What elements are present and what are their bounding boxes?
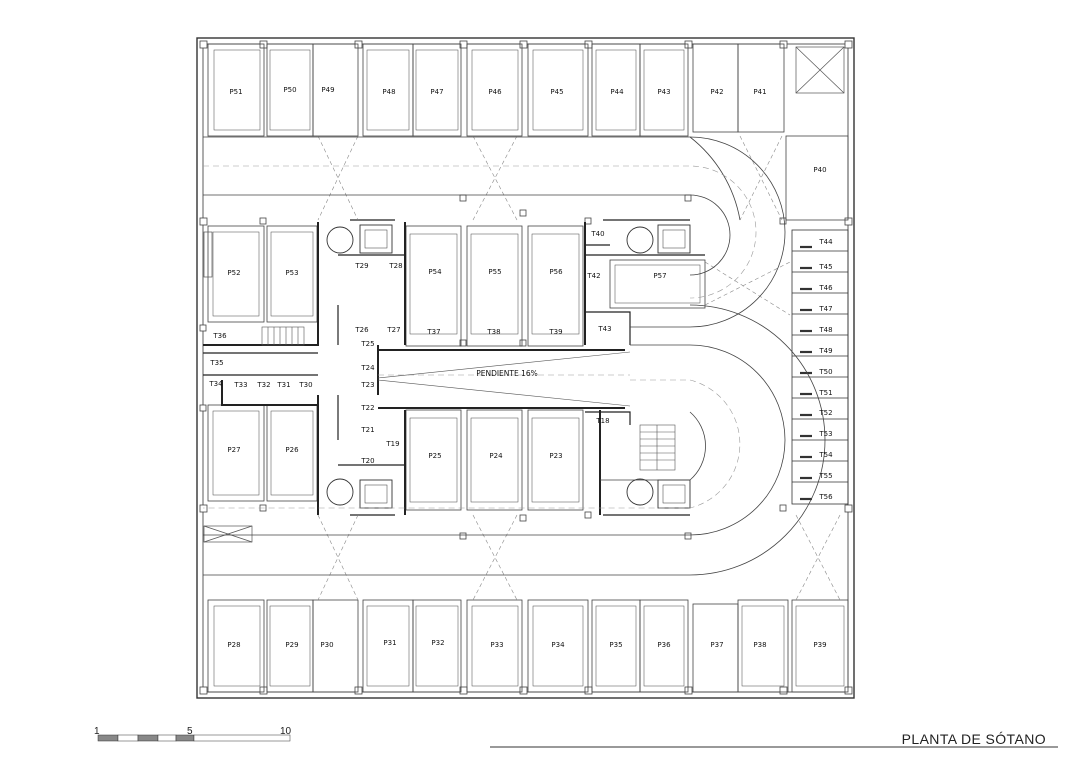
storage-label: T28 bbox=[388, 262, 402, 270]
parking-row-top bbox=[207, 43, 785, 137]
storage-label: T54 bbox=[818, 451, 833, 459]
driveway-centerline bbox=[203, 165, 757, 509]
space-label: P53 bbox=[285, 269, 298, 277]
scale-bar: 1 5 10 bbox=[94, 726, 292, 742]
space-label: P56 bbox=[549, 268, 563, 276]
space-label: P24 bbox=[489, 452, 503, 460]
elevators bbox=[326, 224, 691, 509]
space-label: P40 bbox=[813, 166, 826, 174]
parking-row-bottom bbox=[207, 599, 849, 693]
storage-label: T34 bbox=[208, 380, 223, 388]
storage-label: T26 bbox=[354, 326, 369, 334]
stairs bbox=[261, 326, 676, 471]
space-label: P50 bbox=[283, 86, 296, 94]
storage-label: T22 bbox=[360, 404, 374, 412]
space-label: P31 bbox=[383, 639, 396, 647]
storage-label: T52 bbox=[818, 409, 832, 417]
storage-label: T39 bbox=[548, 328, 562, 336]
space-label: P55 bbox=[488, 268, 501, 276]
parking-bays-interior bbox=[207, 135, 849, 511]
storage-label: T27 bbox=[386, 326, 400, 334]
storage-label: T55 bbox=[818, 472, 832, 480]
driveway bbox=[203, 136, 826, 576]
storage-label: T35 bbox=[209, 359, 223, 367]
storage-label: T49 bbox=[818, 347, 832, 355]
space-label: P46 bbox=[488, 88, 502, 96]
storage-label: T32 bbox=[256, 381, 270, 389]
space-label: P38 bbox=[753, 641, 766, 649]
bracing-dashed bbox=[317, 135, 841, 601]
scale-label-mid: 5 bbox=[187, 726, 193, 737]
storage-label: T21 bbox=[360, 426, 374, 434]
space-label: P30 bbox=[320, 641, 333, 649]
storage-label: T33 bbox=[233, 381, 247, 389]
storage-label: T36 bbox=[212, 332, 227, 340]
space-label: P44 bbox=[610, 88, 624, 96]
storage-label: T24 bbox=[360, 364, 375, 372]
storage-label: T56 bbox=[818, 493, 833, 501]
storage-label: T50 bbox=[818, 368, 832, 376]
storage-label: T51 bbox=[818, 389, 832, 397]
space-label: P49 bbox=[321, 86, 334, 94]
space-label: P23 bbox=[549, 452, 562, 460]
ramp-slope-label: PENDIENTE 16% bbox=[476, 369, 538, 378]
storage-label: T45 bbox=[818, 263, 832, 271]
space-label: P42 bbox=[710, 88, 723, 96]
labels: P51 P50 P49 P48 P47 P46 P45 P44 P43 P42 … bbox=[208, 86, 833, 649]
space-label: P33 bbox=[490, 641, 503, 649]
storage-label: T31 bbox=[276, 381, 290, 389]
scale-label-end: 10 bbox=[280, 726, 292, 737]
storage-label: T18 bbox=[595, 417, 609, 425]
space-label: P26 bbox=[285, 446, 299, 454]
space-label: P36 bbox=[657, 641, 671, 649]
storage-rooms-right bbox=[791, 229, 849, 505]
storage-label: T23 bbox=[360, 381, 374, 389]
storage-label: T46 bbox=[818, 284, 833, 292]
space-label: P34 bbox=[551, 641, 565, 649]
storage-label: T44 bbox=[818, 238, 833, 246]
storage-label: T37 bbox=[426, 328, 440, 336]
storage-label: T43 bbox=[597, 325, 611, 333]
storage-label: T30 bbox=[298, 381, 312, 389]
scale-label-start: 1 bbox=[94, 726, 100, 737]
space-label: P35 bbox=[609, 641, 622, 649]
storage-label: T38 bbox=[486, 328, 500, 336]
storage-label: T53 bbox=[818, 430, 832, 438]
space-label: P29 bbox=[285, 641, 298, 649]
space-label: P28 bbox=[227, 641, 240, 649]
space-label: P27 bbox=[227, 446, 240, 454]
title-block: PLANTA DE SÓTANO bbox=[490, 731, 1058, 748]
storage-label: T19 bbox=[385, 440, 399, 448]
space-label: P48 bbox=[382, 88, 395, 96]
space-label: P25 bbox=[428, 452, 441, 460]
space-label: P37 bbox=[710, 641, 723, 649]
space-label: P57 bbox=[653, 272, 666, 280]
storage-label: T42 bbox=[586, 272, 600, 280]
space-label: P41 bbox=[753, 88, 766, 96]
storage-label: T47 bbox=[818, 305, 832, 313]
shafts bbox=[203, 46, 845, 543]
core-walls bbox=[203, 219, 705, 516]
space-label: P47 bbox=[430, 88, 443, 96]
drawing-title: PLANTA DE SÓTANO bbox=[902, 731, 1046, 747]
space-label: P39 bbox=[813, 641, 826, 649]
storage-label: T29 bbox=[354, 262, 368, 270]
space-label: P45 bbox=[550, 88, 563, 96]
storage-label: T48 bbox=[818, 326, 832, 334]
ramp bbox=[377, 351, 631, 407]
space-label: P52 bbox=[227, 269, 240, 277]
structural-columns bbox=[199, 40, 853, 695]
space-label: P32 bbox=[431, 639, 444, 647]
space-label: P51 bbox=[229, 88, 242, 96]
space-label: P54 bbox=[428, 268, 442, 276]
storage-label: T40 bbox=[590, 230, 604, 238]
storage-label: T20 bbox=[360, 457, 374, 465]
space-label: P43 bbox=[657, 88, 670, 96]
storage-label: T25 bbox=[360, 340, 374, 348]
